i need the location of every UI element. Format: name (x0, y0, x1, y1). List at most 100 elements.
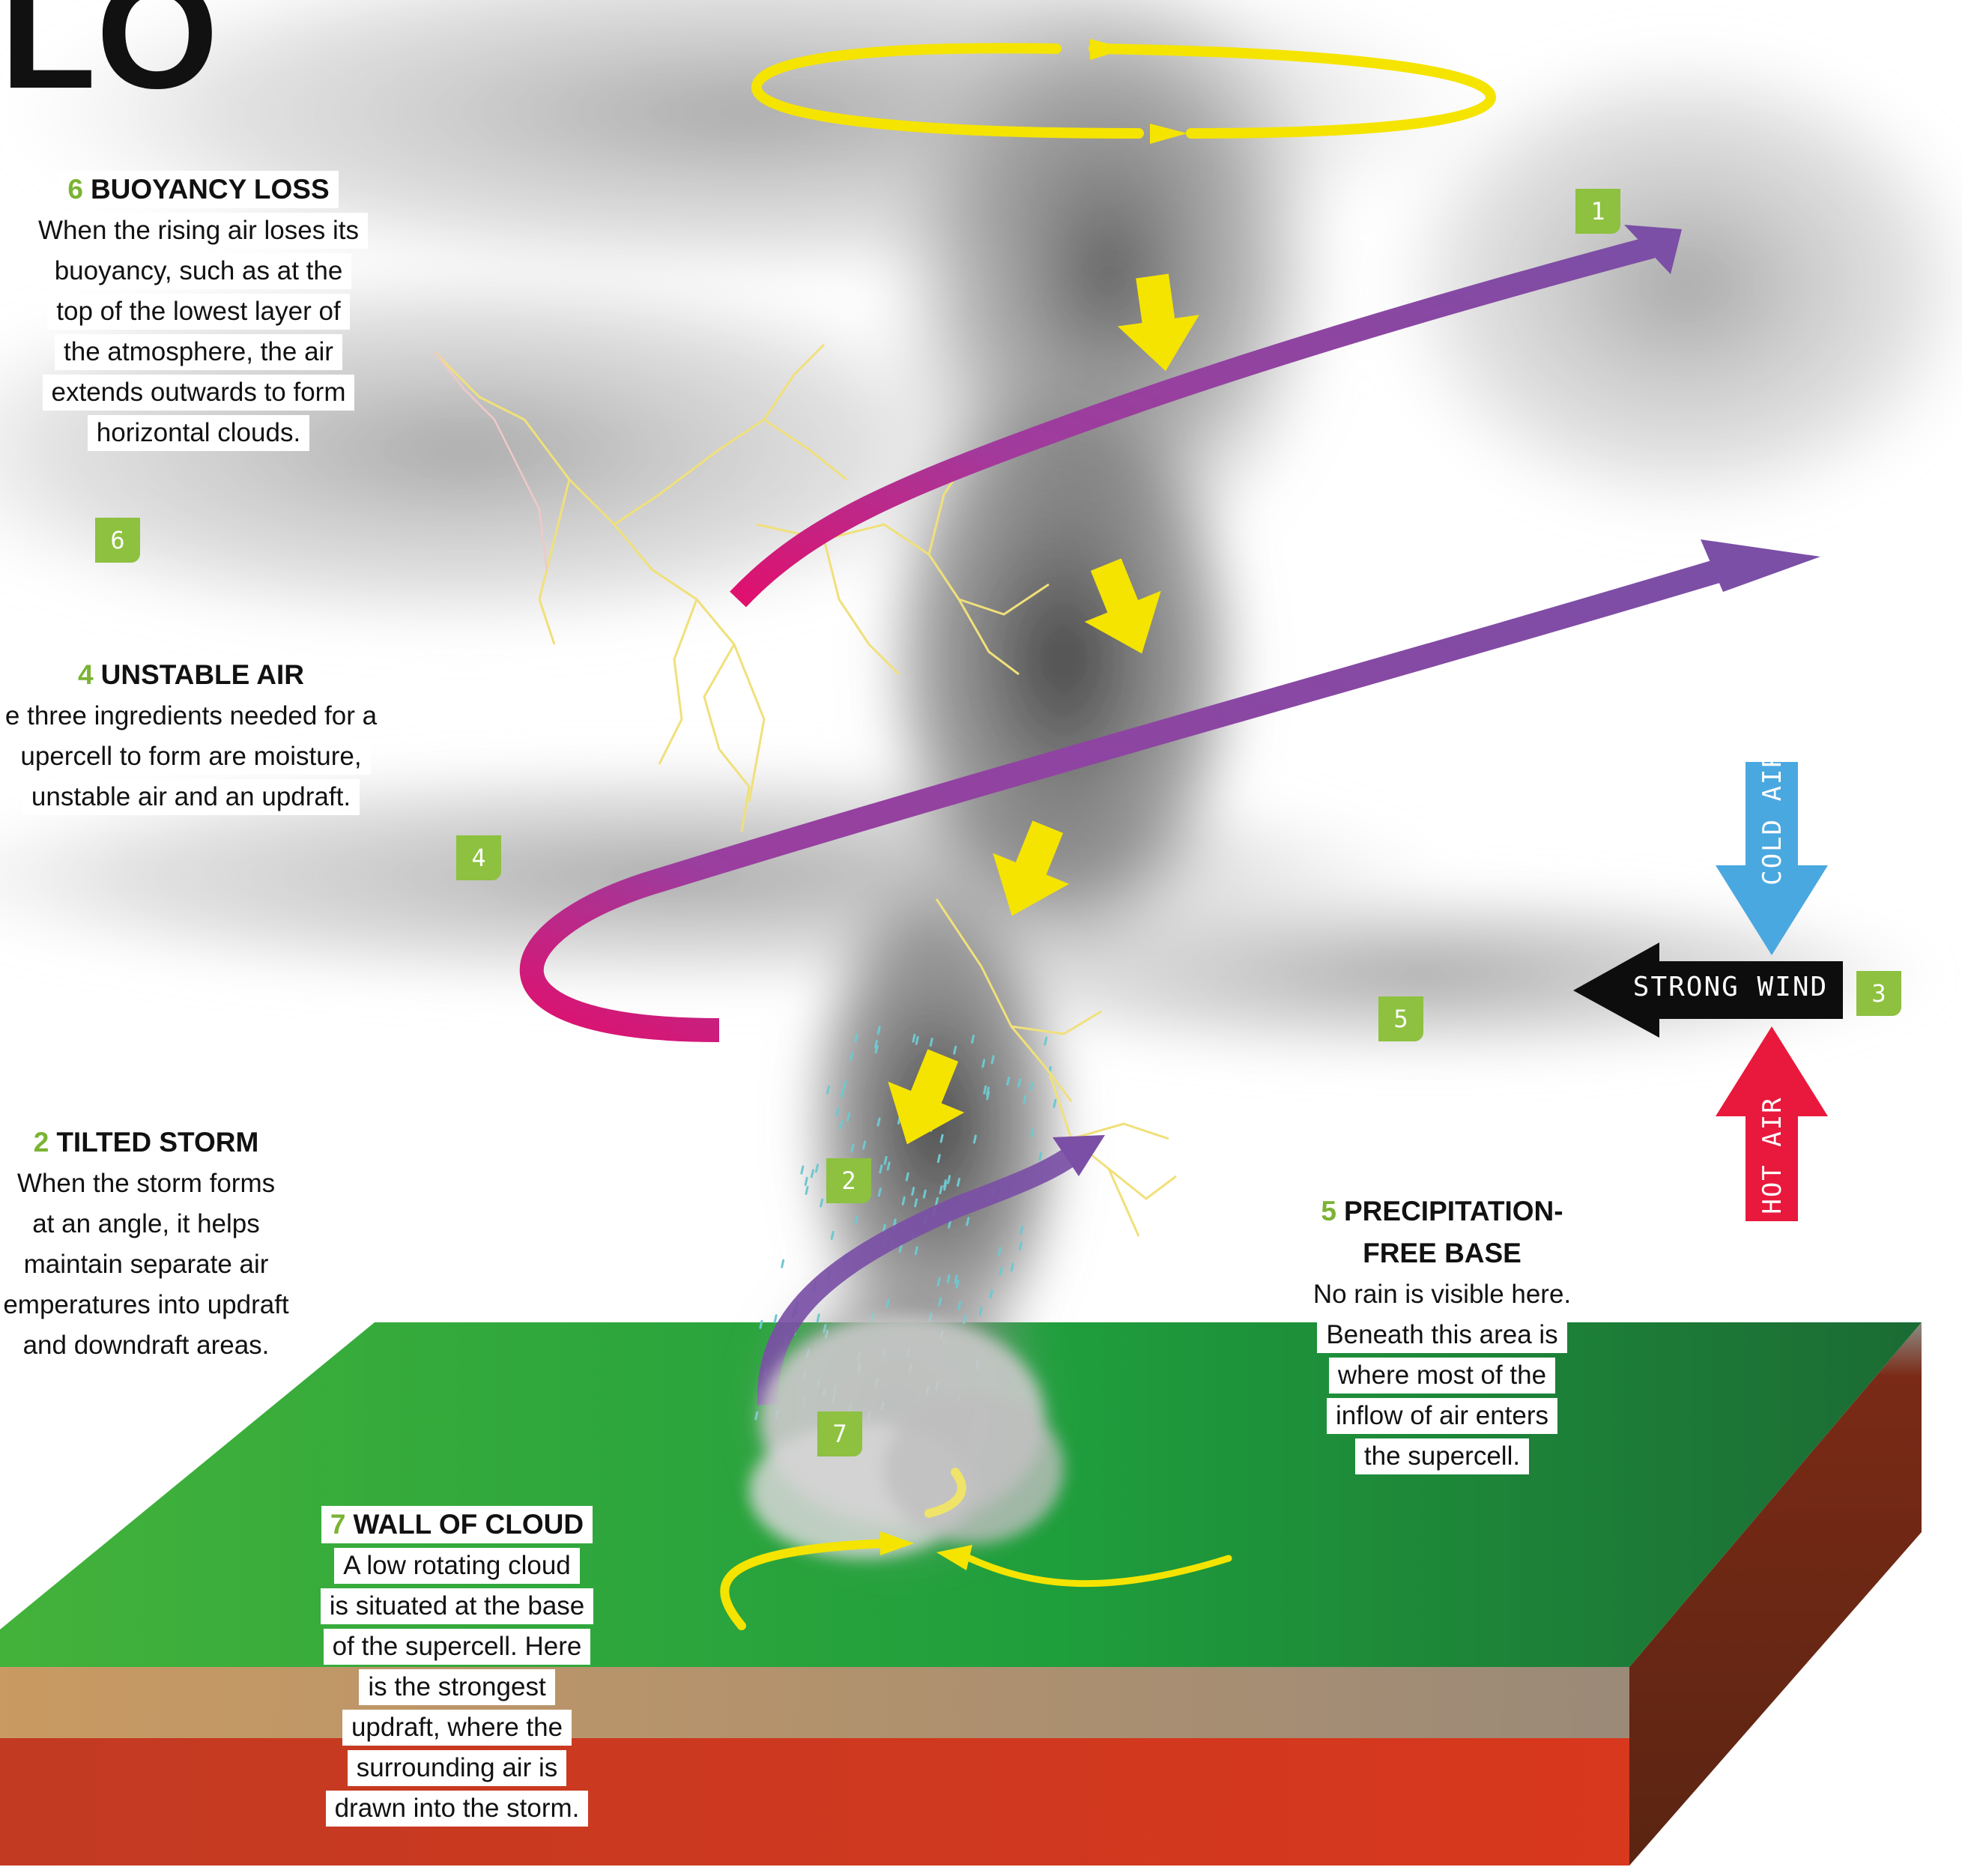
rain-drop (955, 1280, 960, 1289)
rain-drop (1044, 1036, 1048, 1046)
callout-line: horizontal clouds. (87, 415, 310, 451)
strong-wind-arrow (1573, 942, 1843, 1038)
rain-drop (883, 1156, 888, 1165)
rain-drop (843, 1080, 847, 1090)
callout-line: top of the lowest layer of (47, 294, 350, 330)
callout-title-text: FREE BASE (1354, 1235, 1530, 1272)
callout-number: 7 (330, 1509, 346, 1540)
downdraft-arrows (888, 273, 1199, 1145)
wall-cloud-mist (749, 1315, 1064, 1558)
callout-number: 4 (78, 659, 94, 690)
rain-drop (1030, 1128, 1035, 1137)
callout-number: 6 (67, 174, 83, 205)
callout-line: A low rotating cloud (334, 1548, 580, 1584)
hot-air-arrow (1716, 1026, 1828, 1221)
rain-drop (938, 1297, 942, 1307)
downdraft-arrow-4 (888, 1049, 965, 1145)
callout-line: and downdraft areas. (13, 1328, 279, 1364)
callout-line: drawn into the storm. (325, 1791, 589, 1827)
rain-drop (936, 1277, 941, 1286)
rain-drop (978, 1306, 983, 1316)
lightning-faint (434, 351, 548, 570)
rain-drop (948, 1219, 952, 1229)
rain-drop (953, 1045, 957, 1055)
rain-drop (905, 1172, 909, 1181)
rain-drop (929, 1038, 933, 1047)
rain-drop (1018, 1241, 1023, 1251)
rain-drop (990, 1055, 995, 1065)
callout-title-text: UNSTABLE AIR (100, 659, 304, 690)
rain-drop (773, 1314, 778, 1324)
badge-3: 3 (1856, 971, 1901, 1016)
rain-drop (981, 1059, 986, 1068)
rain-drop (915, 1035, 919, 1045)
cold-air-label: COLD AIR (1757, 751, 1787, 886)
callout-number: 2 (33, 1127, 49, 1158)
rain-drop (814, 1164, 819, 1173)
rain-drop (879, 1164, 883, 1174)
rain-drop (1038, 1152, 1043, 1161)
rain-drop (1020, 1226, 1024, 1235)
rain-drop (854, 1033, 859, 1043)
rain-drop (892, 1218, 897, 1228)
rain-drop (954, 1274, 958, 1284)
rain-drop (862, 1140, 867, 1150)
downdraft-arrow-1 (1117, 273, 1199, 372)
rain-drop (998, 1247, 1002, 1256)
downdraft-arrow-3 (993, 820, 1070, 916)
updraft-arm-upper (730, 236, 1655, 608)
callout-line: No rain is visible here. (1304, 1277, 1581, 1313)
rain-drop (839, 1120, 844, 1130)
rain-drop (885, 1298, 890, 1308)
rain-drop (820, 1198, 824, 1208)
rain-drop (759, 1319, 763, 1329)
updraft-spiral (519, 225, 1820, 1406)
callout-line: When the storm forms (7, 1166, 285, 1202)
callout-line: is situated at the base (320, 1588, 594, 1624)
rain-drop (804, 1176, 808, 1186)
callout-title-text: WALL OF CLOUD (353, 1509, 584, 1540)
badge-1: 1 (1575, 189, 1620, 234)
rain-drop (810, 1169, 814, 1178)
strong-wind-label: STRONG WIND (1632, 972, 1829, 1002)
rain-drop (835, 1107, 840, 1116)
updraft-arm-lower (757, 1142, 1086, 1406)
rain-drop (963, 1315, 967, 1324)
callout-title-text: BUOYANCY LOSS (90, 174, 330, 205)
rain-drop (1017, 1078, 1022, 1088)
rain-drop (876, 1117, 881, 1127)
downdraft-arrow-2 (1084, 558, 1161, 654)
rain-drop (1029, 1082, 1034, 1092)
rain-drop (947, 1175, 951, 1184)
hot-air-label: HOT AIR (1757, 1096, 1787, 1214)
callout-line: of the supercell. Here (323, 1629, 591, 1665)
rain-drop (999, 1266, 1003, 1276)
rain-drop (972, 1134, 977, 1144)
rain-drop (935, 1196, 939, 1206)
callout-line: inflow of air enters (1326, 1398, 1558, 1434)
rain-drop (805, 1185, 809, 1195)
rain-drop (1006, 1077, 1011, 1086)
air-legend (1573, 762, 1843, 1221)
callout-line: at an angle, it helps (23, 1206, 269, 1242)
rain-drop (986, 1091, 990, 1101)
lightning-bolts (433, 343, 1177, 1237)
badge-6: 6 (95, 518, 140, 563)
rain-drop (873, 1039, 878, 1049)
rain-drop (876, 1026, 881, 1035)
rain-drop (1023, 1095, 1027, 1104)
rain-drop (983, 1085, 987, 1095)
cold-air-arrow (1716, 762, 1828, 955)
rain-drop (882, 1223, 886, 1233)
rain-drop (800, 1165, 805, 1175)
header-title-fragment: LO (0, 0, 219, 121)
callout-line: extends outwards to form (42, 375, 355, 411)
rain-drop (854, 1215, 859, 1225)
